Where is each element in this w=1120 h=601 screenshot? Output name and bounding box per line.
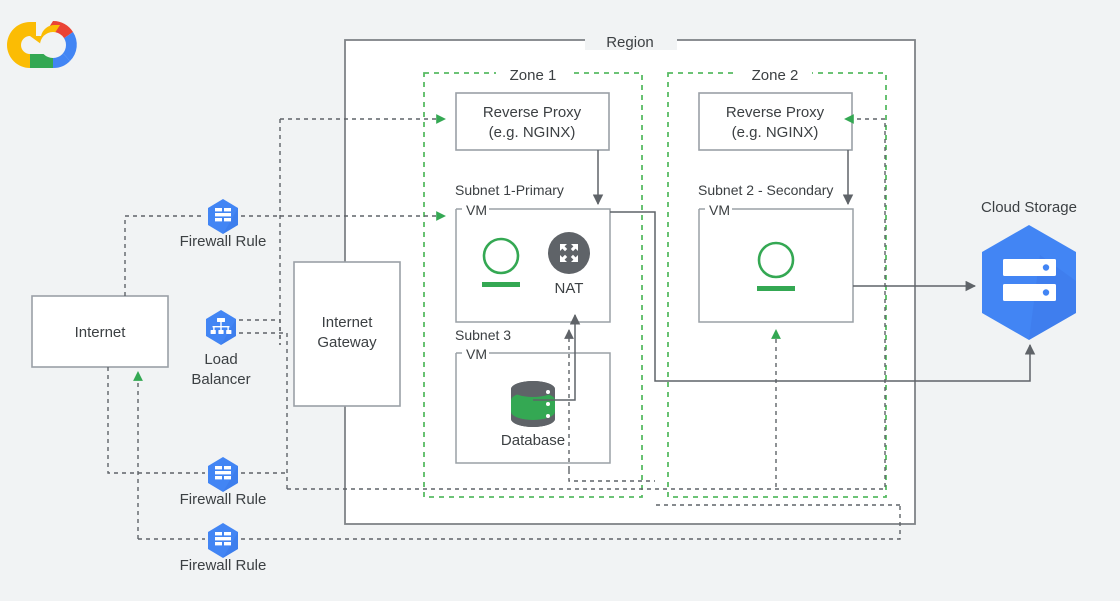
subnet-1-vm-label: VM <box>466 202 487 218</box>
internet-gateway-box[interactable] <box>293 261 401 407</box>
connector-database-to-nat <box>533 313 581 401</box>
database-icon <box>511 381 555 427</box>
connector-nat-source <box>568 470 655 482</box>
reverse-proxy-zone2-line1: Reverse Proxy <box>726 104 825 121</box>
subnet-3-vm-box[interactable] <box>455 352 611 464</box>
zone-1-label: Zone 1 <box>510 67 557 84</box>
firewall-rule-icon <box>215 208 231 222</box>
connector-internet-to-firewall1 <box>124 215 205 296</box>
firewall-rule-1[interactable] <box>208 199 238 234</box>
nat-icon <box>548 232 590 274</box>
zone-2-label-bg <box>738 63 812 83</box>
zone-2-container <box>667 72 887 498</box>
database-label: Database <box>501 432 565 449</box>
reverse-proxy-zone1[interactable] <box>455 92 610 151</box>
region-label: Region <box>606 34 654 51</box>
zone-1-container <box>423 72 643 498</box>
internet-gateway-line1: Internet <box>322 314 374 331</box>
zone-1-label-bg <box>496 63 570 83</box>
reverse-proxy-zone1-line1: Reverse Proxy <box>483 104 582 121</box>
firewall-rule-3[interactable] <box>208 523 238 558</box>
internet-box[interactable] <box>31 295 169 368</box>
reverse-proxy-zone1-line2: (e.g. NGINX) <box>489 124 576 141</box>
reverse-proxy-zone2-line2: (e.g. NGINX) <box>732 124 819 141</box>
firewall-rule-2-label: Firewall Rule <box>180 491 267 508</box>
subnet-2-vm-label: VM <box>709 202 730 218</box>
google-cloud-logo <box>7 20 77 69</box>
zone-2-label: Zone 2 <box>752 67 799 84</box>
subnet-1-label: Subnet 1-Primary <box>455 182 564 198</box>
region-label-bg <box>585 31 677 50</box>
connector-to-reverse-proxy-zone2 <box>287 114 886 490</box>
cloud-storage-label: Cloud Storage <box>981 199 1077 216</box>
firewall-rule-2[interactable] <box>208 457 238 492</box>
connector-firewall3-out <box>241 505 901 540</box>
internet-label: Internet <box>75 324 127 341</box>
reverse-proxy-zone2[interactable] <box>698 92 853 151</box>
subnet-2-label: Subnet 2 - Secondary <box>698 182 833 198</box>
load-balancer[interactable] <box>206 310 236 345</box>
vm-instance-icon <box>482 237 520 287</box>
subnet-2-vm-box[interactable] <box>698 208 854 323</box>
firewall-rule-3-label: Firewall Rule <box>180 557 267 574</box>
cloud-storage[interactable] <box>982 225 1076 340</box>
subnet-1-vm-box[interactable] <box>455 208 611 323</box>
internet-gateway-line2: Gateway <box>317 334 377 351</box>
connector-lb-to-trunk <box>239 319 281 345</box>
firewall-rule-icon <box>215 466 231 480</box>
cloud-storage-icon <box>1003 259 1056 301</box>
firewall-rule-icon <box>215 532 231 546</box>
vm-instance-icon-zone2 <box>757 241 795 291</box>
firewall-rule-1-label: Firewall Rule <box>180 233 267 250</box>
load-balancer-icon <box>210 318 232 334</box>
subnet-3-label: Subnet 3 <box>455 327 511 343</box>
connector-lb-to-lower <box>239 332 288 489</box>
load-balancer-line2: Balancer <box>191 371 250 388</box>
load-balancer-line1: Load <box>204 351 237 368</box>
subnet-3-vm-label: VM <box>466 346 487 362</box>
connector-internet-to-firewall2 <box>107 367 205 474</box>
nat-label: NAT <box>555 280 584 297</box>
connector-vm1-to-cloud-storage <box>610 211 1036 382</box>
